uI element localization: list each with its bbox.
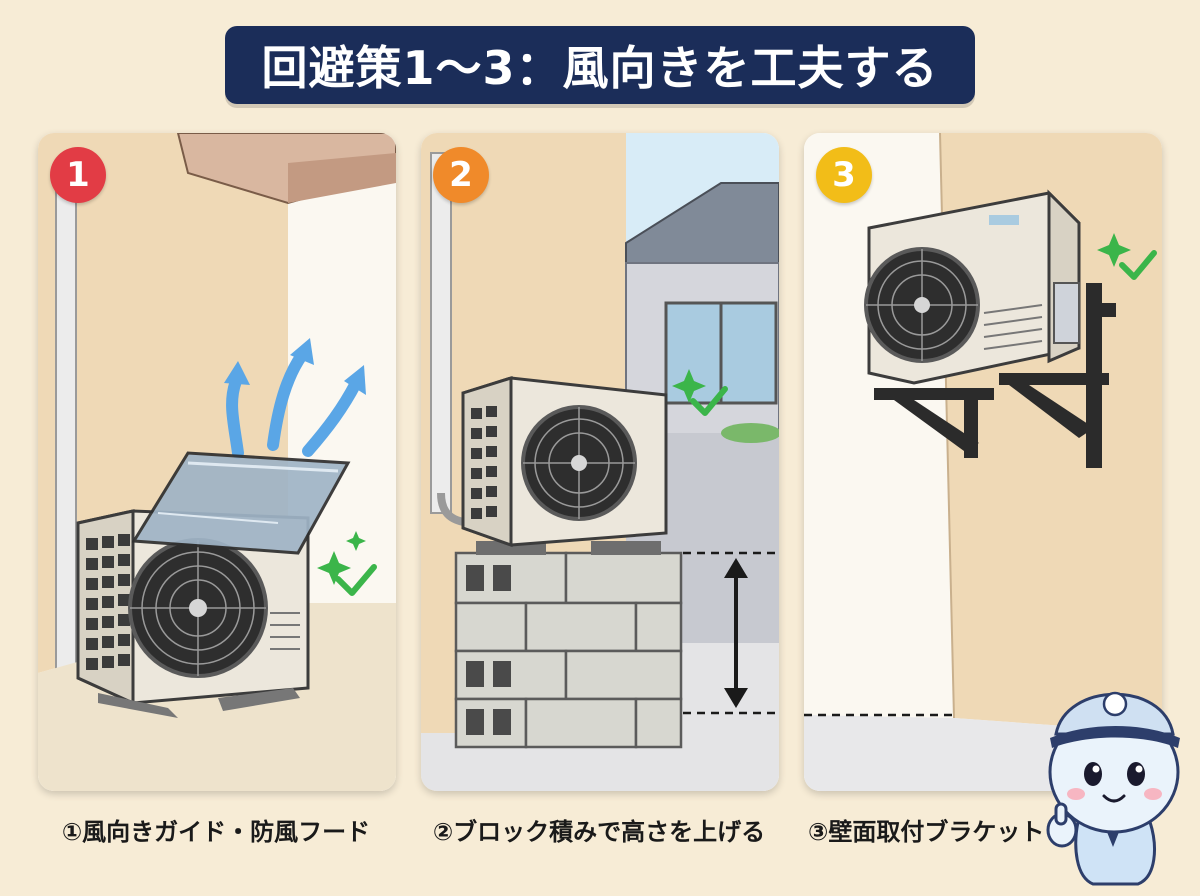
panel-wind-guide: 1 [38, 133, 396, 791]
step-badge-1: 1 [50, 147, 106, 203]
wind-guide-hood-illustration [38, 133, 396, 791]
caption-block-raise: ②ブロック積みで高さを上げる [432, 818, 766, 846]
page-title: 回避策1～3：風向きを工夫する [225, 26, 975, 104]
panel-block-raise: 2 [421, 133, 779, 791]
caption-wall-bracket: ③壁面取付ブラケット [808, 818, 1045, 846]
panel-wall-bracket: 3 [804, 133, 1162, 791]
wall-bracket-illustration [804, 133, 1162, 791]
caption-wind-guide: ①風向きガイド・防風フード [61, 818, 371, 846]
step-badge-2: 2 [433, 147, 489, 203]
mascot-icon [1046, 691, 1180, 886]
step-badge-3: 3 [816, 147, 872, 203]
block-raise-illustration [421, 133, 779, 791]
